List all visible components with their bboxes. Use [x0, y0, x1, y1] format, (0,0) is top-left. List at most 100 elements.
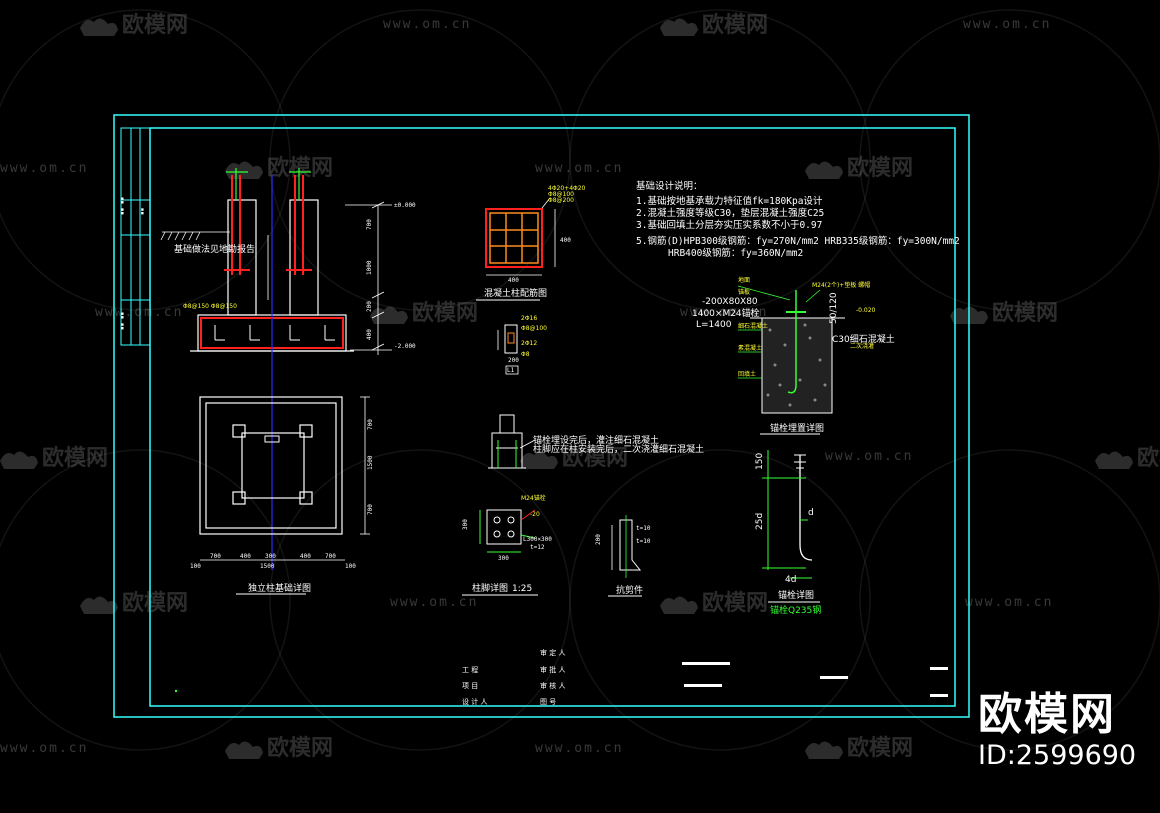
sofa-logo-icon [80, 596, 118, 614]
svg-text:4Φ20+4Φ20: 4Φ20+4Φ20 [548, 185, 586, 192]
inner-frame [149, 127, 956, 707]
svg-text:-20: -20 [530, 511, 540, 518]
svg-text:细石混凝土: 细石混凝土 [738, 322, 768, 330]
svg-text:Φ8@100: Φ8@100 [521, 325, 547, 332]
svg-text:t=10: t=10 [636, 525, 651, 532]
note-line-5: 5.钢筋(D)HPB300级钢筋：fy=270N/mm2 HRB335级钢筋：f… [636, 235, 960, 247]
watermark-url: www.om.cn [0, 161, 88, 176]
watermark-url: www.om.cn [535, 741, 623, 756]
watermark-name: 欧模网 [562, 445, 628, 471]
svg-text:M24(2个)+垫板 螺帽: M24(2个)+垫板 螺帽 [812, 281, 870, 289]
tb-r3a: 设 计 人 [462, 697, 487, 706]
svg-text:-2.000: -2.000 [394, 343, 416, 350]
svg-text:100: 100 [190, 563, 201, 570]
watermark-name: 欧模网 [42, 445, 108, 471]
svg-text:300: 300 [265, 553, 276, 560]
note-line-6: HRB400级钢筋：fy=360N/mm2 [668, 247, 803, 259]
brand-logo: 欧模网 ID:2599690 [978, 690, 1136, 772]
dim-150: 150 [755, 453, 765, 470]
svg-text:300: 300 [498, 555, 509, 562]
svg-text:1000: 1000 [366, 260, 373, 275]
column-foot-detail: M24锚栓 -20 L300×300 t=12 300 300 柱脚详图 1:2… [462, 494, 552, 596]
foundation-elevation: 700 1000 200 400 ±0.000 -2.000 Φ8@150 Φ8… [160, 168, 416, 570]
svg-text:200: 200 [595, 534, 602, 545]
ground-label: 基础做法见地勘报告 [174, 243, 255, 255]
plate-thickness: t=12 [530, 544, 545, 551]
node-detail: 2Φ16 Φ8@100 2Φ12 Φ8 200 L1 [497, 315, 547, 375]
svg-text:700: 700 [325, 553, 336, 560]
watermark-name: 欧模网 [122, 590, 188, 616]
column-section: 4Φ20+4Φ20 Φ8@100 Φ8@200 400 400 混凝土柱配筋图 [476, 185, 586, 301]
bolt-label: 1400×M24锚栓 [692, 307, 760, 319]
svg-text:700: 700 [366, 219, 373, 230]
watermark-name: 欧模网 [1137, 445, 1160, 471]
svg-text:M24锚栓: M24锚栓 [521, 494, 546, 502]
sofa-logo-icon [1095, 451, 1133, 469]
watermark-url: www.om.cn [965, 595, 1053, 610]
tb-r3b: 图 号 [540, 698, 556, 706]
tb-r1b: 审 批 人 [540, 665, 565, 674]
svg-text:▪▪ ▪▪: ▪▪ ▪▪ [119, 197, 126, 215]
title-block: 审 定 人 工 程 审 批 人 项 目 审 核 人 设 计 人 图 号 [174, 648, 948, 706]
watermark-name: 欧模网 [267, 155, 333, 181]
dim-25d: 25d [755, 513, 765, 530]
detail-title: 柱脚详图 [472, 582, 508, 594]
shear-key-detail: t=10 t=10 200 抗剪件 [595, 515, 651, 597]
svg-text:-0.020: -0.020 [856, 307, 876, 314]
sofa-logo-icon [80, 18, 118, 36]
svg-text:400: 400 [508, 277, 519, 284]
watermark-url: www.om.cn [95, 305, 183, 320]
svg-text:300: 300 [462, 519, 469, 530]
ground-title: 锚栓埋置详图 [770, 422, 824, 434]
note-line-1: 1.基础按地基承载力特征值fk=180Kpa设计 [636, 195, 823, 207]
sofa-logo-icon [660, 18, 698, 36]
c30-label: C30细石混凝土 [832, 333, 895, 345]
watermark-name: 欧模网 [847, 735, 913, 761]
svg-text:Φ8@200: Φ8@200 [548, 197, 574, 204]
watermark-url: www.om.cn [535, 161, 623, 176]
note-line-3: 3.基础回填土分层夯实压实系数不小于0.97 [636, 219, 822, 231]
svg-text:L1: L1 [507, 367, 515, 374]
outer-frame [113, 114, 970, 718]
svg-text:400: 400 [560, 237, 571, 244]
watermark-name: 欧模网 [702, 12, 768, 38]
sofa-logo-icon [370, 306, 408, 324]
tb-r2b: 审 核 人 [540, 681, 565, 690]
watermark-url: www.om.cn [963, 17, 1051, 32]
svg-text:400: 400 [240, 553, 251, 560]
dim-d: d [808, 508, 814, 518]
svg-text:锚板: 锚板 [738, 288, 750, 296]
section-title: 混凝土柱配筋图 [484, 287, 547, 299]
svg-text:柱脚应在柱安装完后，二次浇灌细石混凝土: 柱脚应在柱安装完后，二次浇灌细石混凝土 [533, 443, 704, 455]
note-line-2: 2.混凝土强度等级C30，垫层混凝土强度C25 [636, 207, 824, 219]
tb-r2a: 项 目 [462, 682, 478, 690]
depth-label: 50/120 [829, 292, 839, 324]
svg-text:700: 700 [210, 553, 221, 560]
sofa-logo-icon [0, 451, 38, 469]
svg-text:回填土: 回填土 [738, 370, 756, 378]
watermark-name: 欧模网 [412, 300, 478, 326]
anchor-title: 锚栓详图 [778, 589, 814, 601]
plate-label: -200X80X80 [702, 297, 758, 307]
svg-text:400: 400 [366, 329, 373, 340]
watermark-url: www.om.cn [0, 741, 88, 756]
svg-text:700: 700 [367, 504, 374, 515]
watermark-name: 欧模网 [847, 155, 913, 181]
watermark-name: 欧模网 [267, 735, 333, 761]
svg-text:▪▪: ▪▪ [139, 208, 146, 215]
svg-text:700: 700 [367, 419, 374, 430]
tb-r1a: 工 程 [462, 665, 478, 674]
length-label: L=1400 [696, 320, 732, 330]
watermark-url: www.om.cn [383, 17, 471, 32]
pedestal-detail: 锚栓埋设完后，灌注细石混凝土 柱脚应在柱安装完后，二次浇灌细石混凝土 [488, 414, 704, 469]
sofa-logo-icon [520, 451, 558, 469]
design-notes: 基础设计说明： 1.基础按地基承载力特征值fk=180Kpa设计 2.混凝土强度… [636, 180, 960, 259]
brand-name: 欧模网 [978, 689, 1116, 740]
svg-text:100: 100 [345, 563, 356, 570]
watermark-name: 欧模网 [702, 590, 768, 616]
plan-title: 独立柱基础详图 [248, 582, 311, 594]
ground-anchor-detail: 地面 锚板 细石混凝土 素混凝土 回填土 M24(2个)+垫板 螺帽 -200X… [692, 276, 895, 435]
sofa-logo-icon [225, 741, 263, 759]
svg-text:±0.000: ±0.000 [394, 202, 416, 209]
